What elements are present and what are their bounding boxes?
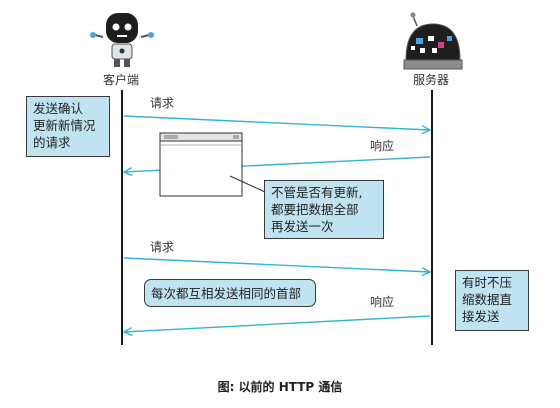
note-connector — [229, 175, 266, 193]
response-2-arrow — [124, 315, 431, 332]
no-compress-note-line: 有时不压 — [462, 275, 513, 290]
request-2-arrow — [123, 257, 430, 272]
request-1-arrow — [123, 115, 430, 130]
request-1-label: 请求 — [150, 96, 175, 110]
response-1-label: 响应 — [370, 139, 395, 153]
no-compress-note: 有时不压 缩数据直 接发送 — [455, 270, 529, 331]
figure-caption: 图: 以前的 HTTP 通信 — [217, 380, 343, 394]
full-resend-note-line: 不管是否有更新, — [271, 185, 363, 200]
robot-client-icon — [90, 13, 154, 67]
robot-server-icon — [403, 12, 463, 70]
client-label: 客户端 — [103, 73, 140, 87]
no-compress-note-line: 缩数据直 — [462, 292, 513, 307]
full-resend-note: 不管是否有更新, 都要把数据全部 再发送一次 — [264, 180, 384, 239]
client-request-note-line: 更新新情况 — [33, 118, 96, 133]
response-2-label: 响应 — [370, 295, 395, 309]
browser-window-icon — [159, 132, 243, 197]
client-request-note-line: 发送确认 — [33, 101, 84, 116]
same-headers-note: 每次都互相发送相同的首部 — [144, 279, 316, 307]
full-resend-note-line: 都要把数据全部 — [271, 202, 359, 217]
client-request-note-line: 的请求 — [33, 135, 71, 150]
request-2-label: 请求 — [150, 240, 175, 254]
full-resend-note-line: 再发送一次 — [271, 219, 334, 234]
server-label: 服务器 — [413, 73, 450, 87]
client-request-note: 发送确认 更新新情况 的请求 — [26, 96, 110, 157]
no-compress-note-line: 接发送 — [462, 309, 500, 324]
